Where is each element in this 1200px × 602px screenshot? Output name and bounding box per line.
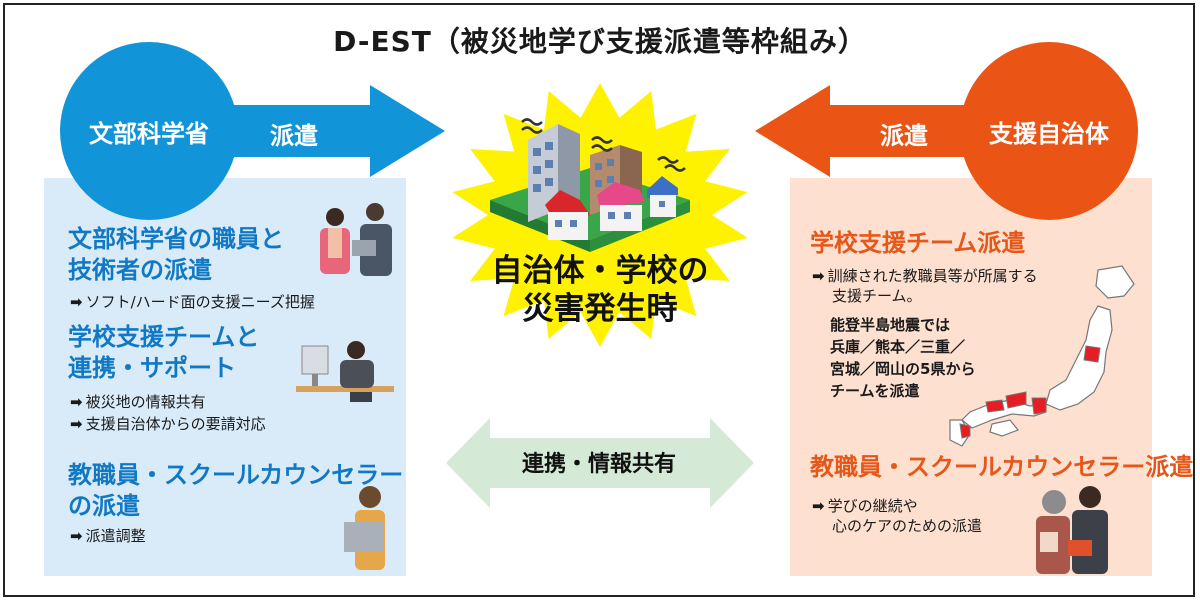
cooperation-double-arrow (446, 418, 754, 508)
note-line: 宮城／岡山の5県から (830, 360, 976, 378)
teacher-counselor-heading: 教職員・スクールカウンセラー派遣 (810, 453, 1194, 481)
list-item: ➡ソフト/ハード面の支援ニーズ把握 (70, 292, 315, 312)
list-item: ➡学びの継続や 心のケアのための派遣 (812, 496, 982, 536)
disaster-label: 自治体・学校の 災害発生時 (470, 252, 730, 328)
arrow-right-icon: ➡ (70, 393, 83, 411)
heading-line: の派遣 (68, 492, 140, 520)
ministry-staff-heading: 文部科学省の職員と 技術者の派遣 (68, 224, 284, 286)
outer-frame (3, 3, 1195, 597)
arrow-right-icon: ➡ (812, 267, 825, 285)
list-item-text: 心のケアのための派遣 (832, 517, 983, 535)
list-item-text: 学びの継続や (827, 497, 918, 515)
arrow-right-icon: ➡ (812, 497, 825, 515)
team-support-heading: 学校支援チームと 連携・サポート (68, 322, 259, 384)
teachers-illustration (1036, 486, 1108, 574)
list-item: ➡支援自治体からの要請対応 (70, 414, 266, 434)
counselor-dispatch-heading: 教職員・スクールカウンセラー の派遣 (68, 460, 403, 522)
note-line: 能登半島地震では (830, 316, 951, 334)
disaster-label-line: 災害発生時 (522, 291, 678, 327)
disaster-label-line: 自治体・学校の (491, 253, 709, 289)
noto-earthquake-note: 能登半島地震では 兵庫／熊本／三重／ 宮城／岡山の5県から チームを派遣 (830, 314, 975, 402)
support-circle: 支援自治体 (960, 42, 1138, 220)
arrow-right-icon: ➡ (70, 293, 83, 311)
dispatch-label-right: 派遣 (880, 122, 928, 150)
cooperation-label: 連携・情報共有 (521, 452, 676, 477)
japan-map-icon (949, 265, 1135, 447)
heading-line: 学校支援チームと (68, 323, 260, 351)
shaking-buildings-icon (490, 118, 690, 252)
list-item-text: 支援チーム。 (832, 287, 922, 305)
support-municipality-label: 支援自治体 (989, 119, 1109, 148)
school-team-heading: 学校支援チーム派遣 (810, 229, 1026, 257)
page-title: D-EST（被災地学び支援派遣等枠組み） (333, 25, 867, 58)
map-highlighted-prefectures (959, 345, 1101, 439)
heading-line: 連携・サポート (68, 354, 236, 382)
note-line: 兵庫／熊本／三重／ (830, 338, 966, 356)
note-line: チームを派遣 (830, 382, 920, 400)
heading-line: 技術者の派遣 (68, 256, 212, 284)
ministry-label: 文部科学省 (89, 119, 209, 148)
dispatch-label-left: 派遣 (270, 122, 318, 150)
list-item-text: 支援自治体からの要請対応 (85, 415, 266, 433)
list-item: ➡被災地の情報共有 (70, 392, 206, 412)
list-item-text: 被災地の情報共有 (85, 393, 206, 411)
list-item-text: 派遣調整 (85, 527, 146, 545)
heading-line: 文部科学省の職員と (68, 225, 284, 253)
officials-illustration (320, 203, 392, 276)
ministry-circle: 文部科学省 (60, 42, 238, 220)
heading-line: 教職員・スクールカウンセラー (68, 461, 404, 489)
desk-worker-illustration (296, 341, 394, 402)
list-item: ➡派遣調整 (70, 526, 146, 546)
arrow-right-icon: ➡ (70, 527, 83, 545)
list-item: ➡訓練された教職員等が所属する 支援チーム。 (812, 266, 1038, 306)
counselor-illustration (344, 486, 385, 570)
arrow-right-icon: ➡ (70, 415, 83, 433)
list-item-text: ソフト/ハード面の支援ニーズ把握 (85, 293, 315, 311)
list-item-text: 訓練された教職員等が所属する (827, 267, 1038, 285)
